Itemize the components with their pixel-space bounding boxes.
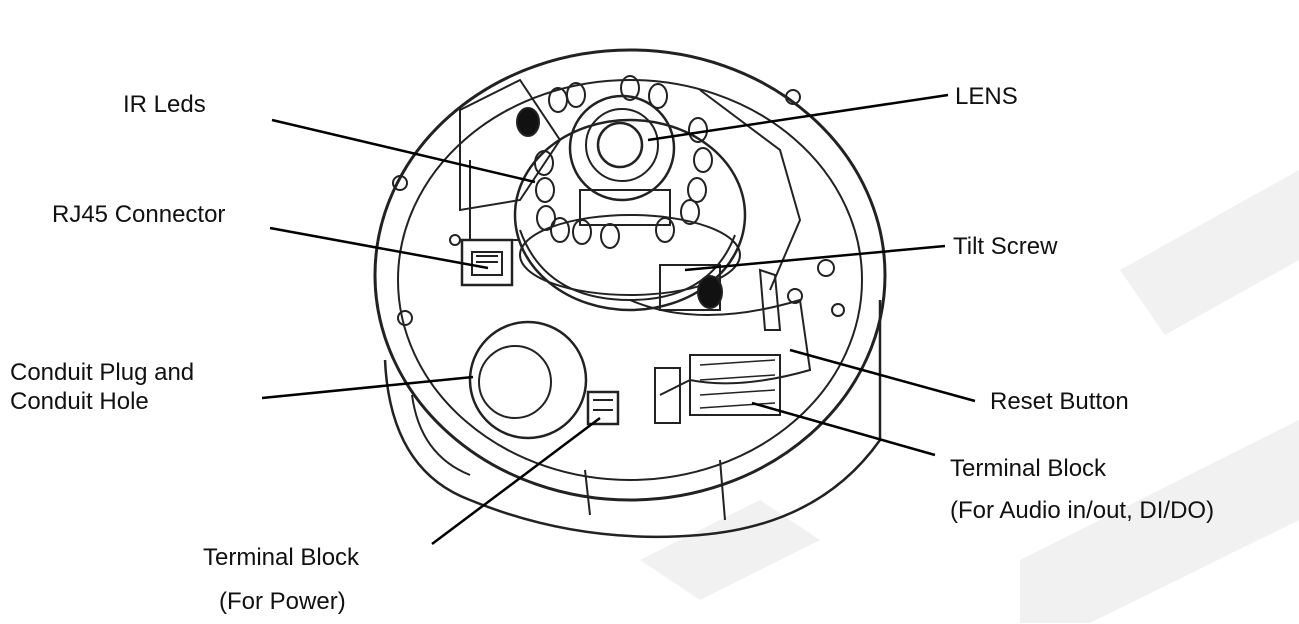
bracket [459,78,562,212]
label-reset-button: Reset Button [990,388,1129,415]
mount-hole [397,310,413,326]
led-ring [513,118,747,312]
label-terminal-block-audio: Terminal Block (For Audio in/out, DI/DO) [950,455,1215,524]
callout-ir-leds [271,118,536,184]
label-rj45-connector: RJ45 Connector [52,201,226,228]
label-ir-leds: IR Leds [123,91,206,118]
camera-illustration [373,48,887,539]
callout-conduit [261,375,474,400]
ir-led-group [534,75,713,249]
inner-rim [397,79,863,481]
lens-glass [596,121,644,169]
tilt-screw [697,275,723,309]
mount-hole [817,259,835,277]
label-terminal-block-power: Terminal Block (For Power) [203,544,360,615]
watermark [640,170,1299,623]
lens-body [568,94,676,202]
callout-terminal-power [431,417,601,545]
conduit-plug [478,345,552,419]
callout-reset [789,348,976,403]
black-knob [516,107,540,137]
label-conduit: Conduit Plug and Conduit Hole [10,359,195,415]
mount-hole [392,175,408,191]
conduit-hole [468,320,588,440]
callout-tilt-screw [684,244,946,272]
callout-lens [647,93,949,142]
camera-base [383,300,882,539]
callout-rj45 [269,226,489,270]
terminal-block-power [586,390,620,426]
outer-rim [373,48,887,502]
mount-hole [785,89,801,105]
callout-terminal-audio [751,401,936,457]
label-lens: LENS [955,83,1018,110]
label-tilt-screw: Tilt Screw [953,233,1058,260]
reset-screw [787,288,803,304]
mount-hole [831,303,845,317]
callout-lines [261,93,976,545]
terminal-block-audio [689,354,781,416]
